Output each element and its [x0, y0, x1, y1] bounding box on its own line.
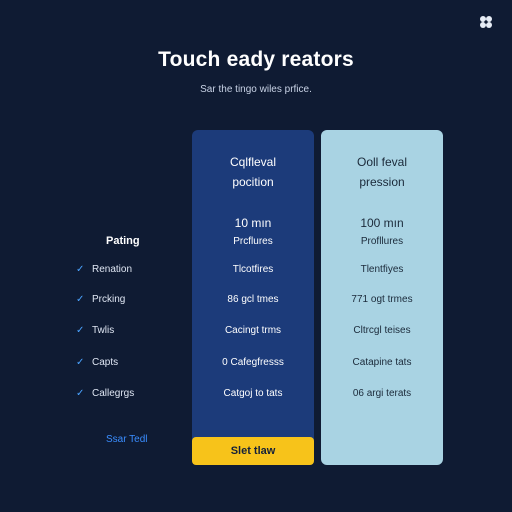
plan-cell: Catapine tats — [352, 357, 412, 368]
feature-label: Prcking — [92, 294, 126, 305]
feature-label: Callegrgs — [92, 388, 135, 399]
feature-row: ✓ Callegrgs — [76, 388, 134, 399]
plan-cell: 06 argi terats — [352, 388, 412, 399]
feature-row: ✓ Capts — [76, 357, 118, 368]
plan-duration: 10 mın — [234, 216, 272, 230]
plan-cell: Tlcotfires — [232, 264, 274, 275]
plan-name-line2: pression — [359, 175, 405, 189]
plan-cell: Cacingt trms — [224, 325, 282, 336]
plan-cell: Profllures — [360, 236, 404, 247]
plan-card-right[interactable]: Ooll feval pression 100 mın Profllures T… — [321, 130, 443, 465]
plan-name: Cqlfleval pocition — [192, 152, 314, 192]
page-title: Touch eady reators — [158, 48, 354, 71]
feature-label: Renation — [92, 264, 133, 275]
check-icon: ✓ — [76, 388, 85, 399]
plan-name-line1: Ooll feval — [356, 155, 408, 169]
plan-name-line1: Cqlfleval — [229, 155, 277, 169]
plan-cell: Tlentfiyes — [360, 264, 404, 275]
check-icon: ✓ — [76, 294, 85, 305]
plan-cell: 86 gcl tmes — [227, 294, 279, 305]
plan-cell: 0 Cafegfresss — [222, 357, 284, 368]
see-all-link[interactable]: Ssar Tedl — [106, 434, 148, 445]
feature-label: Capts — [92, 357, 119, 368]
plan-cell: 771 ogt trmes — [351, 294, 413, 305]
plan-cell: Prcflures — [233, 236, 273, 247]
feature-row: ✓ Prcking — [76, 294, 125, 305]
plan-card-left[interactable]: Cqlfleval pocition 10 mın Prcflures Tlco… — [192, 130, 314, 465]
select-plan-button[interactable]: Slet tlaw — [192, 437, 314, 465]
feature-label: Twlis — [92, 325, 115, 336]
page-subtitle: Sar the tingo wiles prfice. — [200, 84, 312, 95]
plan-name: Ooll feval pression — [321, 152, 443, 192]
features-heading: Pating — [106, 235, 140, 247]
clover-icon[interactable] — [478, 14, 494, 30]
plan-cell: Catgoj to tats — [223, 388, 283, 399]
check-icon: ✓ — [76, 357, 85, 368]
feature-row: ✓ Twlis — [76, 325, 114, 336]
check-icon: ✓ — [76, 325, 85, 336]
plan-cell: Cltrcgl teises — [353, 325, 411, 336]
plan-name-line2: pocition — [232, 175, 274, 189]
feature-row: ✓ Renation — [76, 264, 132, 275]
check-icon: ✓ — [76, 264, 85, 275]
plan-duration: 100 mın — [360, 216, 404, 230]
